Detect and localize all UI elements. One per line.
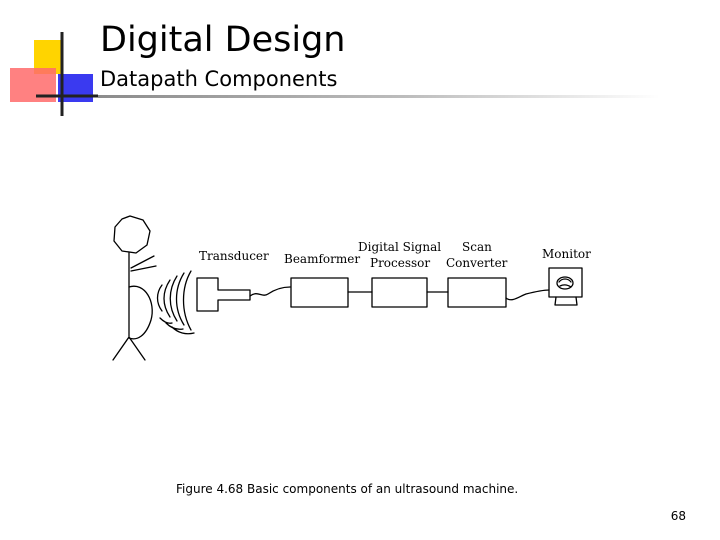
label-transducer: Transducer [199, 249, 269, 263]
scan-converter-box [448, 278, 506, 307]
figure-caption: Figure 4.68 Basic components of an ultra… [176, 482, 518, 496]
person-right-leg [129, 337, 145, 360]
monitor-screen [549, 268, 582, 297]
label-processor-line2: Processor [370, 256, 430, 270]
label-processor-line1: Digital Signal [358, 240, 441, 254]
monitor-stand [555, 297, 577, 305]
ultrasound-waves [158, 271, 192, 330]
person-left-leg [113, 337, 129, 360]
person-belly [129, 286, 152, 339]
person-arm [131, 256, 156, 271]
monitor-cable [506, 290, 549, 300]
beamformer-box [291, 278, 348, 307]
monitor-image-detail [559, 279, 571, 287]
person-head [114, 216, 150, 253]
label-converter-line2: Converter [446, 256, 508, 270]
label-converter-line1: Scan [462, 240, 492, 254]
page-number: 68 [671, 509, 686, 523]
transducer-probe [197, 278, 250, 311]
label-monitor: Monitor [542, 247, 591, 261]
label-beamformer: Beamformer [284, 252, 360, 266]
transducer-cable [250, 287, 290, 296]
processor-box [372, 278, 427, 307]
